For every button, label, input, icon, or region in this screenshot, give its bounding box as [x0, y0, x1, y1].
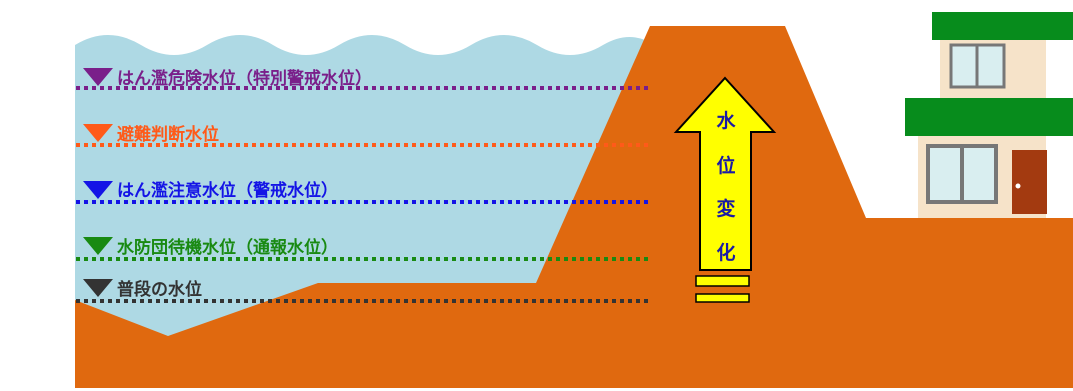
- level-label-danger: はん濫危険水位（特別警戒水位）: [117, 69, 372, 89]
- house-roof-middle: [905, 98, 1073, 136]
- house-door-knob: [1015, 183, 1021, 189]
- arrow-char: 変: [716, 198, 736, 220]
- level-label-normal: 普段の水位: [117, 280, 202, 300]
- arrow-char: 水: [716, 110, 736, 132]
- downward-triangle-icon: [83, 181, 113, 199]
- arrow-char: 化: [716, 242, 736, 264]
- upward-arrow-icon: [673, 76, 777, 271]
- level-lines: [76, 86, 652, 303]
- downward-triangle-icon: [83, 237, 113, 255]
- house-icon: [905, 12, 1073, 218]
- downward-triangle-icon: [83, 68, 113, 86]
- level-label-standby: 水防団待機水位（通報水位）: [117, 238, 338, 258]
- arrow-bar: [695, 275, 750, 287]
- house-door: [1012, 150, 1047, 214]
- house-roof-top: [932, 12, 1073, 40]
- downward-triangle-icon: [83, 124, 113, 142]
- level-label-caution: はん濫注意水位（警戒水位）: [117, 181, 338, 201]
- downward-triangle-icon: [83, 279, 113, 297]
- arrow-char: 位: [716, 155, 736, 177]
- ground-levee: [75, 26, 1073, 388]
- arrow-bar: [695, 293, 750, 303]
- level-label-evacuation: 避難判断水位: [117, 125, 219, 145]
